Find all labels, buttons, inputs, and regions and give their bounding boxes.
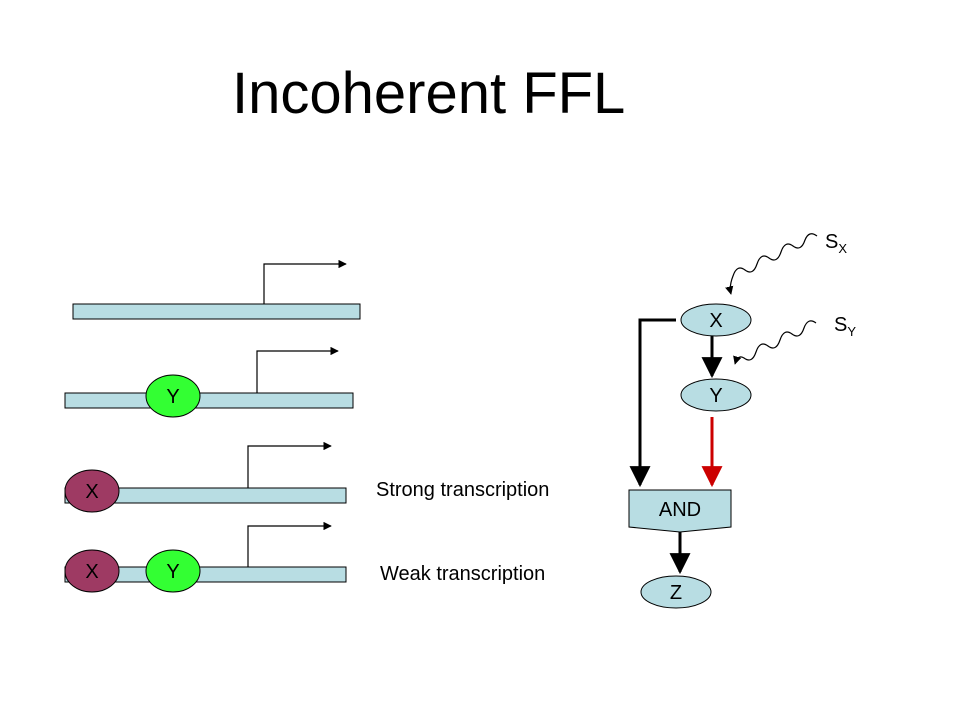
signal-sx-label: SX bbox=[825, 231, 847, 256]
repressor-y-label: Y bbox=[166, 561, 179, 583]
activator-x-label: X bbox=[85, 561, 98, 583]
node-y bbox=[680, 378, 752, 412]
promoter-row-1 bbox=[72, 259, 361, 320]
node-x-label: X bbox=[709, 310, 722, 332]
dna-strand bbox=[64, 392, 354, 409]
dna-strand bbox=[64, 487, 347, 504]
activator-x-blob bbox=[64, 469, 120, 513]
repressor-y-blob bbox=[145, 374, 201, 418]
promoter-row-4: X Y Weak transcription bbox=[64, 521, 545, 593]
weak-transcription-label: Weak transcription bbox=[380, 563, 545, 585]
activator-x-label: X bbox=[85, 481, 98, 503]
repressor-y-label: Y bbox=[166, 386, 179, 408]
transcription-start-arrow bbox=[247, 441, 332, 488]
and-gate bbox=[628, 489, 732, 533]
node-x bbox=[680, 303, 752, 337]
activator-x-blob bbox=[64, 549, 120, 593]
transcription-start-arrow bbox=[247, 521, 332, 567]
signal-sy-label: SY bbox=[834, 314, 856, 339]
dna-strand bbox=[72, 303, 361, 320]
strong-transcription-label: Strong transcription bbox=[376, 479, 549, 501]
transcription-start-arrow bbox=[263, 259, 347, 304]
promoter-row-2: Y bbox=[64, 346, 354, 418]
signal-sx-squiggle bbox=[725, 233, 818, 295]
promoter-row-3: X Strong transcription bbox=[64, 441, 549, 513]
node-y-label: Y bbox=[709, 385, 722, 407]
node-z-label: Z bbox=[670, 582, 682, 604]
node-z bbox=[640, 575, 712, 609]
signal-sy-squiggle bbox=[733, 320, 817, 365]
page-title: Incoherent FFL bbox=[232, 61, 625, 126]
and-gate-label: AND bbox=[659, 499, 701, 521]
arrow-x-to-and bbox=[629, 318, 676, 488]
repressor-y-blob bbox=[145, 549, 201, 593]
transcription-start-arrow bbox=[256, 346, 339, 393]
ffl-network: X Y AND Z SX SY bbox=[628, 231, 856, 609]
